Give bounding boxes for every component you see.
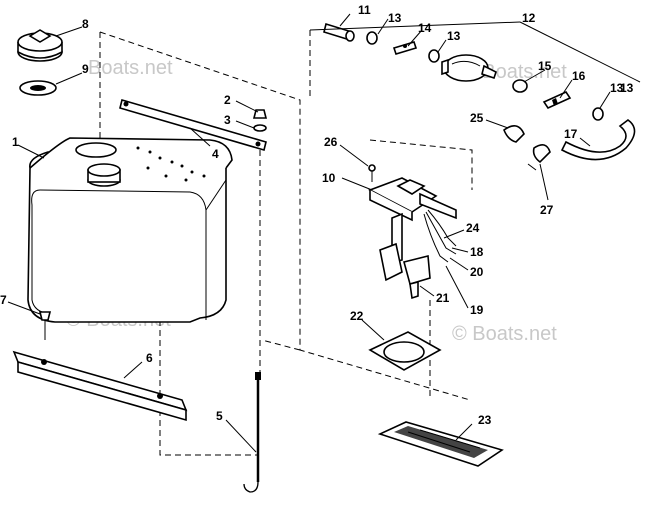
cap-gasket: [19, 80, 57, 96]
callout-8: 8: [82, 17, 89, 31]
callout-5: 5: [216, 409, 223, 423]
callout-24: 24: [466, 221, 480, 235]
fuel-hose: [560, 119, 636, 161]
callout-25: 25: [470, 111, 484, 125]
callout-17: 17: [564, 127, 578, 141]
washer: [253, 124, 267, 132]
callout-10: 10: [322, 171, 336, 185]
callout-22: 22: [350, 309, 364, 323]
leader-lines: [7, 13, 641, 453]
support-rod: [243, 372, 261, 493]
callout-9: 9: [82, 62, 89, 76]
hose-clamp: [366, 31, 378, 45]
hose-clamp: [592, 107, 604, 121]
callout-21: 21: [436, 291, 450, 305]
fuel-pickup-assembly: [368, 177, 457, 300]
pickup-gasket: [368, 331, 442, 371]
hose-connector: [323, 22, 355, 42]
tank-strap: [119, 98, 267, 152]
callout-3: 3: [224, 113, 231, 127]
assembly-screw: [368, 164, 376, 182]
callout-2: 2: [224, 93, 231, 107]
callout-7: 7: [0, 293, 7, 307]
fuel-tank: [27, 137, 233, 323]
callout-4: 4: [212, 147, 219, 161]
check-valve-clamp: [512, 79, 528, 93]
bracket-screw: [38, 311, 52, 340]
callout-13: 13: [610, 81, 624, 95]
callout-14: 14: [418, 21, 432, 35]
dashed-assembly-lines: [99, 30, 473, 456]
watermark-bottom-right: © Boats.net: [452, 323, 557, 345]
callout-16: 16: [572, 69, 586, 83]
mounting-plate: [377, 421, 504, 467]
callout-13: 13: [447, 29, 461, 43]
hose-clamp: [428, 49, 440, 63]
callout-20: 20: [470, 265, 484, 279]
callout-18: 18: [470, 245, 484, 259]
line-clamp: [527, 144, 551, 171]
callout-26: 26: [324, 135, 338, 149]
callout-12: 12: [522, 11, 536, 25]
callout-11: 11: [358, 3, 371, 17]
watermark-top-left: Boats.net: [88, 57, 173, 79]
callout-13: 13: [388, 11, 402, 25]
callout-19: 19: [470, 303, 484, 317]
fuel-fitting: [392, 41, 418, 55]
callout-23: 23: [478, 413, 492, 427]
tank-vent-dots: [136, 146, 206, 182]
filler-cap: [17, 29, 63, 62]
callout-27: 27: [540, 203, 554, 217]
primer-bulb: [441, 54, 497, 82]
callout-6: 6: [146, 351, 153, 365]
hose-clip: [503, 125, 525, 143]
callout-15: 15: [538, 59, 552, 73]
quick-connector: [542, 90, 572, 110]
callout-13: 13: [620, 81, 634, 95]
callout-1: 1: [12, 135, 19, 149]
callout-labels: 1 2 3 4 5 6 7 8 9 10 11 12 13 13 14 13 1…: [0, 3, 634, 427]
mounting-bracket: [12, 350, 188, 422]
